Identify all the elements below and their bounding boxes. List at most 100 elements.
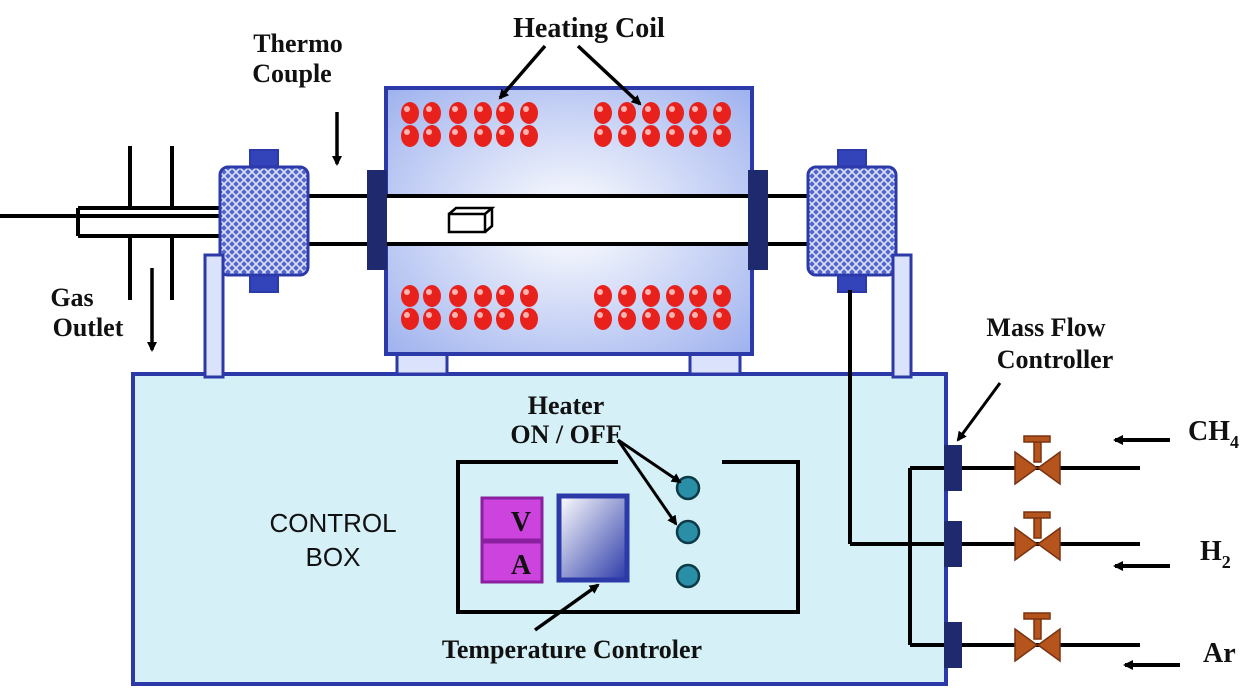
temperature-controller-display <box>556 493 630 583</box>
heating-coil-dot-highlight <box>452 106 458 112</box>
voltmeter <box>480 496 544 542</box>
label-heater-line2: ON / OFF <box>510 420 621 449</box>
label-temperature-controller: Temperature Controler <box>442 635 702 664</box>
label-mass-flow-line2: Controller <box>997 345 1114 374</box>
heating-coil-dot <box>474 125 492 147</box>
heating-coil-dot-highlight <box>404 312 410 318</box>
label-gas-outlet-line2: Outlet <box>53 313 124 342</box>
label-heater-line1: Heater <box>528 391 605 420</box>
heating-coil-dot-highlight <box>716 289 722 295</box>
heating-coil-dot <box>642 125 660 147</box>
heating-coil-dot <box>666 308 684 330</box>
heating-coil-dot <box>401 102 419 124</box>
heating-coil-dot-highlight <box>621 129 627 135</box>
heating-coil-dot-highlight <box>645 312 651 318</box>
heating-coil-dot <box>642 102 660 124</box>
heating-coil-dot <box>689 102 707 124</box>
heating-coil-dot <box>666 102 684 124</box>
heating-coil-dot <box>474 102 492 124</box>
heating-coil-dot-highlight <box>477 289 483 295</box>
arrow-heater-knob-2 <box>616 439 678 526</box>
heater-knob-1 <box>675 475 701 501</box>
label-control-box-line2: BOX <box>306 542 361 572</box>
label-gas-ch4: CH4 <box>1188 416 1239 452</box>
heating-coil-dot-highlight <box>716 312 722 318</box>
heating-coil-dot-highlight <box>477 106 483 112</box>
label-control-box-line1: CONTROL <box>269 508 396 538</box>
heating-coil-dot <box>713 308 731 330</box>
heating-coil-dot-highlight <box>499 289 505 295</box>
heating-coil-dot <box>642 285 660 307</box>
heating-coil-dot <box>618 308 636 330</box>
furnace-flange-right <box>748 170 768 270</box>
heating-coil-dot <box>423 125 441 147</box>
mass-flow-block-h2 <box>944 521 962 567</box>
valve-ch4 <box>1014 435 1061 486</box>
label-thermocouple-line1: Thermo <box>253 29 343 58</box>
heating-coil-dot-highlight <box>523 312 529 318</box>
heating-coil-dot-highlight <box>499 129 505 135</box>
heating-coil-dot-highlight <box>452 312 458 318</box>
heating-coil-dot-highlight <box>669 106 675 112</box>
heating-coil-dot <box>423 285 441 307</box>
heating-coil-dot <box>474 285 492 307</box>
heating-coil-dot-highlight <box>597 129 603 135</box>
control-panel-frame <box>456 460 800 614</box>
heating-coil-dot <box>401 285 419 307</box>
heating-coil-dot <box>423 308 441 330</box>
mass-flow-block-ar <box>944 622 962 668</box>
heating-coil-dot <box>666 125 684 147</box>
heating-coil-dot <box>594 125 612 147</box>
valve-h2 <box>1014 511 1061 562</box>
heating-coil-dot <box>594 102 612 124</box>
heating-coil-dot <box>449 102 467 124</box>
heating-coil-dot <box>401 308 419 330</box>
heating-coil-dot <box>401 125 419 147</box>
heating-coil-dot-highlight <box>404 106 410 112</box>
heating-coil-dot-highlight <box>523 289 529 295</box>
heating-coil-dot <box>423 102 441 124</box>
arrow-mass-flow <box>956 382 1002 442</box>
heating-coil-dot-highlight <box>621 312 627 318</box>
heating-coil-dot <box>689 285 707 307</box>
heating-coil-dot <box>594 308 612 330</box>
heating-coil-dot <box>594 285 612 307</box>
left-mesh-fitting <box>218 165 310 277</box>
heating-coil-dot-highlight <box>645 129 651 135</box>
heating-coil-dot-highlight <box>523 129 529 135</box>
heating-coil-dot-highlight <box>692 312 698 318</box>
label-gas-outlet-line1: Gas <box>50 283 93 312</box>
furnace-tube-channel <box>372 196 764 244</box>
heating-coil-dot-highlight <box>523 106 529 112</box>
heating-coil-dot-highlight <box>669 312 675 318</box>
heating-coil-dot-highlight <box>404 289 410 295</box>
heating-coil-dot <box>618 125 636 147</box>
heating-coil-dot-highlight <box>452 129 458 135</box>
heating-coil-dot <box>618 102 636 124</box>
arrow-heating-coil-right <box>576 44 642 106</box>
heating-coil-dot-highlight <box>692 289 698 295</box>
right-mesh-fitting <box>806 165 898 277</box>
heating-coil-dot <box>449 308 467 330</box>
tube-support-left <box>203 253 225 379</box>
heating-coil-dot <box>496 102 514 124</box>
mass-flow-block-ch4 <box>944 445 962 491</box>
label-mass-flow-line1: Mass Flow <box>986 313 1105 342</box>
heating-coil-dot-highlight <box>621 106 627 112</box>
heating-coil-dot <box>713 102 731 124</box>
sample-boat <box>447 212 487 234</box>
heating-coil-dot <box>496 125 514 147</box>
heating-coil-dot <box>642 308 660 330</box>
heating-coil-dot-highlight <box>692 106 698 112</box>
label-thermocouple-line2: Couple <box>252 59 331 88</box>
gas-outlet-cross <box>0 146 230 300</box>
heating-coil-dot-highlight <box>645 106 651 112</box>
heating-coil-dot <box>520 125 538 147</box>
heater-knob-3 <box>675 563 701 589</box>
heating-coil-dot <box>496 308 514 330</box>
heating-coil-dot-highlight <box>669 289 675 295</box>
heating-coil-dot <box>689 125 707 147</box>
heating-coil-dot <box>474 308 492 330</box>
heating-coil-dot-highlight <box>645 289 651 295</box>
heating-coil-dot-highlight <box>716 129 722 135</box>
